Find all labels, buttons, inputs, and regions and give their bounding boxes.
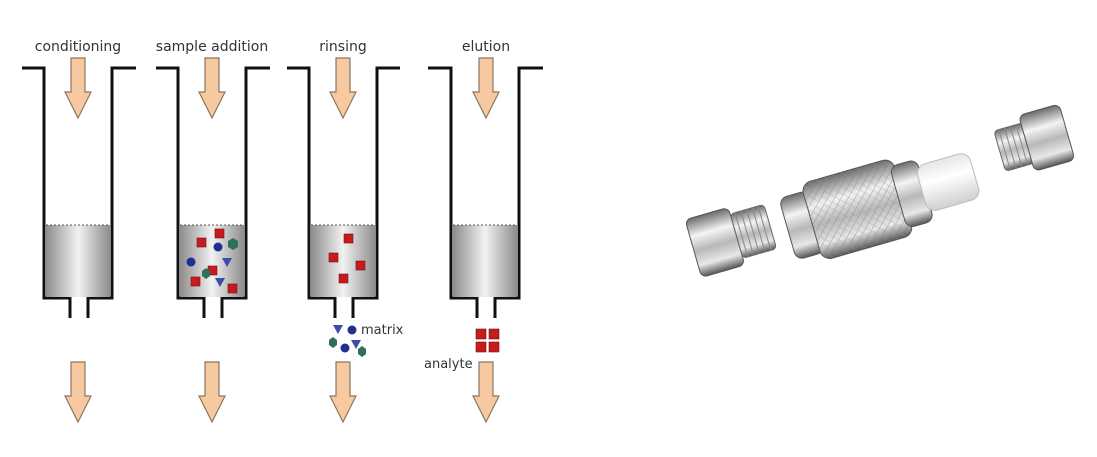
mixed-sample-particles xyxy=(186,228,238,294)
outflow-arrow-icon xyxy=(198,361,226,423)
analyte-label: analyte xyxy=(424,357,473,372)
cartridge-frame xyxy=(22,66,136,318)
step-label: conditioning xyxy=(35,39,121,55)
matrix-label: matrix xyxy=(361,323,404,338)
step-label: sample addition xyxy=(156,39,268,55)
outflow-arrow-icon xyxy=(329,361,357,423)
step-conditioning: conditioning xyxy=(22,39,136,423)
cartridge-frame xyxy=(428,66,543,318)
left-end-fitting xyxy=(685,204,777,277)
step-label: rinsing xyxy=(319,39,366,55)
step-rinsing: rinsing matrix xyxy=(287,39,404,423)
column-body xyxy=(780,159,933,259)
cartridge-frame xyxy=(287,66,400,318)
eluted-analyte-particles xyxy=(475,328,500,353)
cartridge-frame xyxy=(156,66,270,318)
step-label: elution xyxy=(462,39,510,55)
eluted-matrix-particles xyxy=(329,325,366,357)
step-sample-addition: sample addition xyxy=(156,39,270,423)
sorbent-bed xyxy=(453,225,517,297)
inflow-arrow-icon xyxy=(329,57,357,119)
right-end-fitting xyxy=(994,104,1075,171)
inflow-arrow-icon xyxy=(198,57,226,119)
inflow-arrow-icon xyxy=(472,57,500,119)
frit-sleeve xyxy=(916,153,980,211)
outflow-arrow-icon xyxy=(472,361,500,423)
column-hardware-icon xyxy=(685,104,1075,277)
retained-analyte-particles xyxy=(328,233,366,284)
spe-process-diagram: conditioning sample addition rinsin xyxy=(22,39,543,423)
sorbent-bed xyxy=(311,225,375,297)
step-elution: elution analyte xyxy=(424,39,543,423)
sorbent-bed xyxy=(46,225,110,297)
inflow-arrow-icon xyxy=(64,57,92,119)
outflow-arrow-icon xyxy=(64,361,92,423)
